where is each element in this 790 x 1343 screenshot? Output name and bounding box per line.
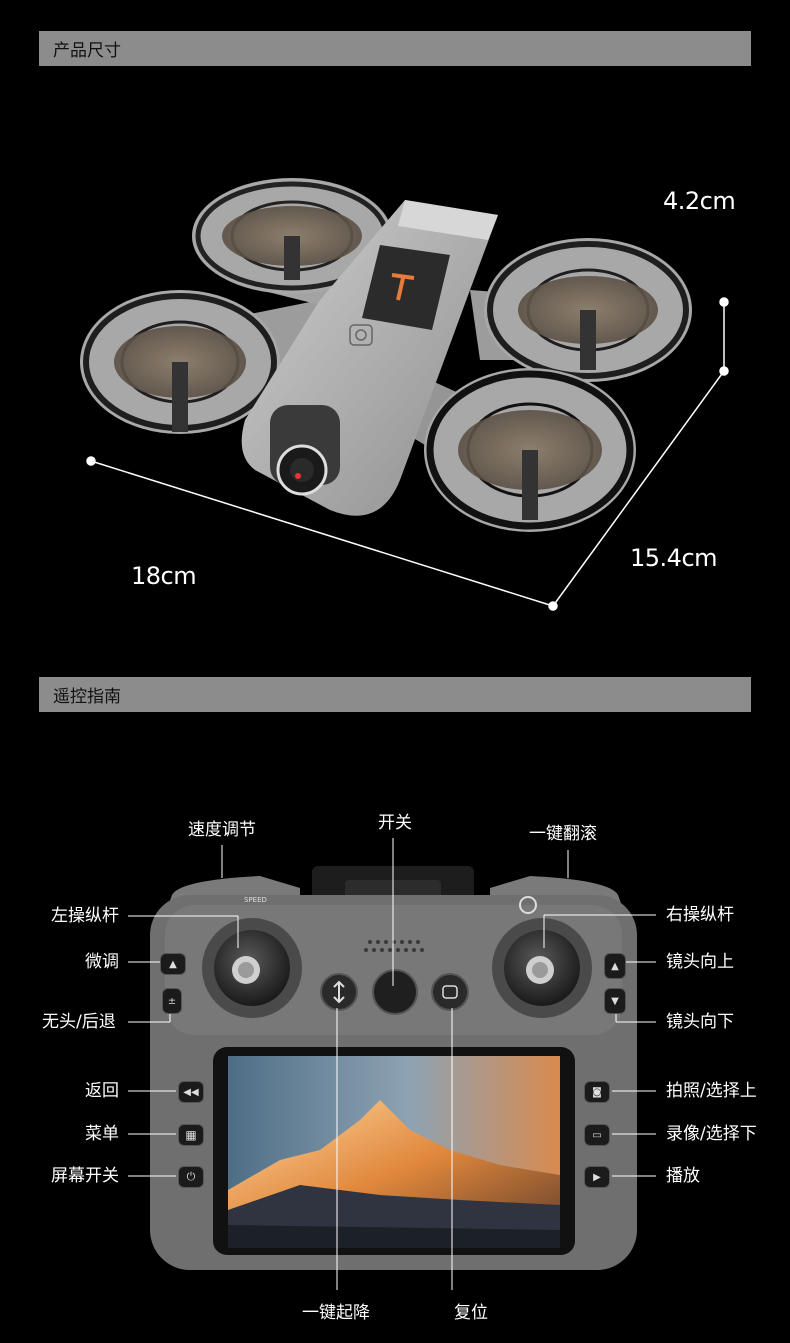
takeoff-land-button[interactable]	[320, 973, 358, 1011]
rotor-front-left	[80, 290, 280, 434]
callout-lines	[128, 838, 656, 1290]
section-title-dimensions: 产品尺寸	[53, 41, 121, 61]
dimension-width-label: 15.4cm	[630, 544, 718, 572]
dimension-height-label: 4.2cm	[663, 187, 736, 215]
section-header-remote: 遥控指南	[39, 677, 751, 712]
photo-button[interactable]: ◙	[584, 1081, 610, 1103]
back-button[interactable]: ◀◀	[178, 1081, 204, 1103]
callout-screen-toggle: 屏幕开关	[51, 1166, 119, 1186]
plus-minus-icon: ±	[167, 995, 177, 1007]
callout-flip: 一键翻滚	[529, 824, 597, 844]
video-button[interactable]: ▭	[584, 1124, 610, 1146]
drone-display-panel	[362, 245, 450, 330]
callout-power: 开关	[378, 813, 412, 833]
triangle-icon: ▲	[169, 958, 177, 970]
callout-photo-select-up: 拍照/选择上	[666, 1081, 757, 1101]
section-header-dimensions: 产品尺寸	[39, 31, 751, 66]
section-title-remote: 遥控指南	[53, 687, 121, 707]
screen-toggle-button[interactable]: ⏻	[178, 1166, 204, 1188]
arrow-up-icon: ▲	[611, 960, 619, 972]
callout-trim: 微调	[85, 952, 119, 972]
play-icon: ▶	[593, 1171, 601, 1183]
dimension-lines	[86, 297, 729, 611]
callout-back: 返回	[85, 1081, 119, 1101]
drone-camera	[270, 405, 340, 496]
drone-illustration	[80, 178, 729, 611]
arrow-down-icon: ▼	[611, 995, 619, 1007]
rotor-back-right	[484, 238, 692, 382]
callout-playback: 播放	[666, 1166, 700, 1186]
callout-headless-back: 无头/后退	[42, 1012, 116, 1032]
lens-up-button[interactable]: ▲	[604, 953, 626, 979]
headless-back-button[interactable]: ±	[162, 988, 182, 1014]
flip-icon[interactable]	[519, 896, 537, 914]
callout-reset: 复位	[454, 1303, 488, 1323]
speed-tag: SPEED	[244, 896, 267, 904]
callout-left-stick: 左操纵杆	[51, 906, 119, 926]
callout-takeoff-land: 一键起降	[302, 1303, 370, 1323]
video-icon: ▭	[592, 1129, 602, 1141]
rotor-front-right	[424, 368, 636, 532]
reset-button[interactable]	[431, 973, 469, 1011]
playback-button[interactable]: ▶	[584, 1166, 610, 1188]
callout-right-stick: 右操纵杆	[666, 905, 734, 925]
trim-button[interactable]: ▲	[160, 953, 186, 975]
left-joystick[interactable]	[202, 918, 302, 1018]
power-button[interactable]	[372, 969, 418, 1015]
menu-button[interactable]: ▦	[178, 1124, 204, 1146]
callout-video-select-down: 录像/选择下	[666, 1124, 757, 1144]
right-joystick[interactable]	[492, 918, 592, 1018]
lens-down-button[interactable]: ▼	[604, 988, 626, 1014]
rewind-icon: ◀◀	[183, 1086, 199, 1098]
callout-speed: 速度调节	[188, 820, 256, 840]
speaker-grille	[364, 940, 424, 952]
grid-icon: ▦	[185, 1128, 197, 1142]
dimension-length-label: 18cm	[131, 562, 197, 590]
callout-lens-down: 镜头向下	[666, 1012, 734, 1032]
callout-menu: 菜单	[85, 1124, 119, 1144]
camera-icon: ◙	[592, 1086, 602, 1098]
controller-screen	[228, 1056, 560, 1248]
power-icon: ⏻	[186, 1170, 196, 1183]
callout-lens-up: 镜头向上	[666, 952, 734, 972]
